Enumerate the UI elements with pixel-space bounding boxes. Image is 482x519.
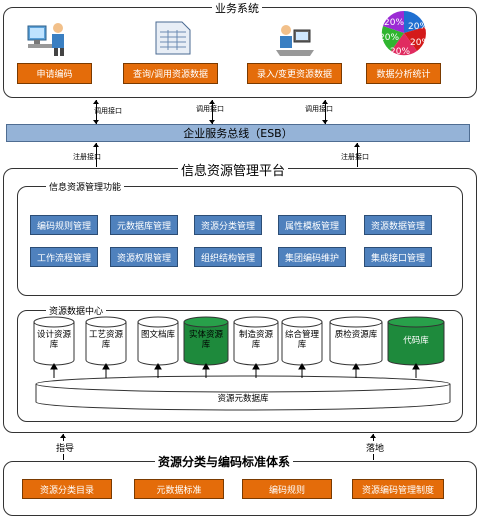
esb-bar: 企业服务总线（ESB） bbox=[6, 124, 470, 142]
metadata-standard-button[interactable]: 元数据标准 bbox=[134, 479, 224, 499]
metadata-db-label: 资源元数据库 bbox=[217, 394, 269, 404]
register-interface-label-2: 注册接口 bbox=[341, 153, 369, 161]
pie-label-2: 20% bbox=[408, 22, 428, 32]
call-interface-label-1: 调用接口 bbox=[94, 107, 122, 115]
guide-label: 指导 bbox=[56, 441, 75, 454]
workflow-mgmt-button[interactable]: 工作流程管理 bbox=[30, 247, 98, 267]
document-library-label: 图文档库 bbox=[140, 330, 175, 340]
platform-title: 信息资源管理平台 bbox=[178, 160, 289, 179]
register-arrow-1 bbox=[96, 143, 97, 167]
pie-label-1: 20% bbox=[384, 18, 404, 28]
data-analysis-button[interactable]: 数据分析统计 bbox=[366, 63, 441, 84]
process-library-label: 工艺资源库 bbox=[88, 330, 123, 350]
call-arrow-3 bbox=[325, 100, 326, 124]
apply-code-button[interactable]: 申请编码 bbox=[17, 63, 92, 84]
manufacture-library-label: 制造资源库 bbox=[238, 330, 273, 350]
call-interface-label-2: 调用接口 bbox=[196, 105, 224, 113]
call-arrow-1 bbox=[96, 100, 97, 124]
register-arrow-2 bbox=[357, 143, 358, 167]
code-rule-button[interactable]: 编码规则 bbox=[242, 479, 332, 499]
group-code-maint-button[interactable]: 集团编码维护 bbox=[278, 247, 346, 267]
data-center-title: 资源数据中心 bbox=[46, 304, 107, 317]
attribute-template-mgmt-button[interactable]: 属性模板管理 bbox=[278, 215, 346, 235]
esb-label: 企业服务总线（ESB） bbox=[183, 127, 293, 140]
integration-interface-mgmt-button[interactable]: 集成接口管理 bbox=[364, 247, 432, 267]
document-library-cylinder bbox=[137, 322, 179, 366]
metadata-db-mgmt-button[interactable]: 元数据库管理 bbox=[110, 215, 178, 235]
register-interface-label-1: 注册接口 bbox=[73, 153, 101, 161]
resource-data-mgmt-button[interactable]: 资源数据管理 bbox=[364, 215, 432, 235]
pie-label-3: 20% bbox=[410, 38, 430, 48]
code-mgmt-policy-button[interactable]: 资源编码管理制度 bbox=[352, 479, 444, 499]
resource-class-mgmt-button[interactable]: 资源分类管理 bbox=[194, 215, 262, 235]
quality-library-label: 质检资源库 bbox=[334, 330, 378, 340]
functions-panel bbox=[17, 186, 463, 296]
spreadsheet-document-icon bbox=[152, 20, 194, 56]
pie-chart-icon: 20% 20% 20% 20% 20% bbox=[374, 8, 434, 58]
quality-library-cylinder bbox=[329, 322, 383, 366]
code-library-label: 代码库 bbox=[403, 336, 429, 346]
user-computer-icon bbox=[26, 20, 72, 58]
design-library-label: 设计资源库 bbox=[36, 330, 71, 350]
user-typing-icon bbox=[272, 22, 318, 58]
entity-library-label: 实体资源库 bbox=[188, 330, 223, 350]
edit-data-button[interactable]: 录入/变更资源数据 bbox=[247, 63, 342, 84]
functions-title: 信息资源管理功能 bbox=[46, 180, 125, 193]
land-label: 落地 bbox=[366, 441, 385, 454]
business-system-title: 业务系统 bbox=[212, 0, 262, 16]
resource-permission-mgmt-button[interactable]: 资源权限管理 bbox=[110, 247, 178, 267]
query-data-button[interactable]: 查询/调用资源数据 bbox=[123, 63, 218, 84]
code-rule-mgmt-button[interactable]: 编码规则管理 bbox=[30, 215, 98, 235]
management-library-label: 综合管理库 bbox=[284, 330, 319, 350]
resource-class-catalog-button[interactable]: 资源分类目录 bbox=[22, 479, 112, 499]
call-interface-label-3: 调用接口 bbox=[305, 105, 333, 113]
standards-title: 资源分类与编码标准体系 bbox=[155, 453, 294, 470]
org-structure-mgmt-button[interactable]: 组织结构管理 bbox=[194, 247, 262, 267]
pie-label-5: 20% bbox=[379, 33, 399, 43]
pie-label-4: 20% bbox=[390, 47, 410, 57]
call-arrow-2 bbox=[212, 100, 213, 124]
